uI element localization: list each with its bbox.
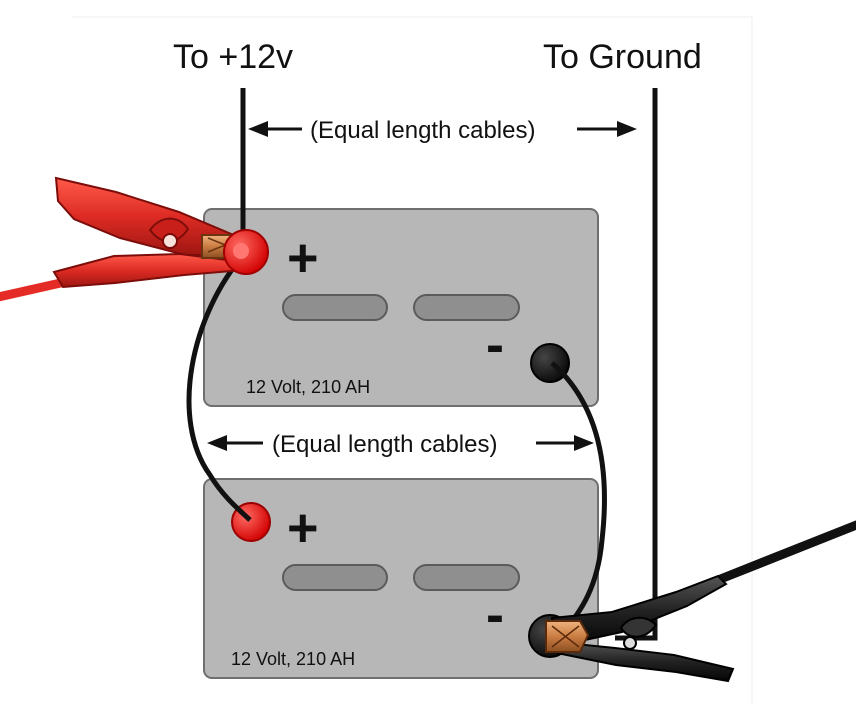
battery-bottom: + - 12 Volt, 210 AH bbox=[203, 478, 599, 679]
battery-top-positive-sign: + bbox=[287, 228, 319, 288]
middle-left-arrow-icon bbox=[207, 435, 263, 451]
battery-top-cell-right bbox=[413, 294, 520, 321]
middle-right-arrow-icon bbox=[536, 435, 594, 451]
battery-top-case bbox=[203, 208, 599, 407]
label-to-ground: To Ground bbox=[543, 38, 702, 76]
battery-top: + - 12 Volt, 210 AH bbox=[203, 208, 599, 407]
red-alligator-clip-icon bbox=[52, 176, 269, 289]
battery-top-negative-sign: - bbox=[486, 315, 504, 375]
battery-bottom-rating: 12 Volt, 210 AH bbox=[231, 649, 355, 669]
label-to-positive: To +12v bbox=[173, 38, 293, 76]
diagram-panel bbox=[72, 16, 753, 704]
top-right-arrow-icon bbox=[577, 121, 637, 137]
black-alligator-clip-icon bbox=[528, 574, 735, 683]
top-equal-length-marker: (Equal length cables) bbox=[248, 117, 637, 144]
battery-bottom-negative-sign: - bbox=[486, 585, 504, 645]
black-external-cable bbox=[713, 520, 856, 585]
battery-top-cell-left bbox=[282, 294, 388, 321]
battery-top-rating: 12 Volt, 210 AH bbox=[246, 377, 370, 397]
middle-equal-length-marker: (Equal length cables) bbox=[207, 431, 594, 458]
negative-jumper-cable bbox=[550, 361, 607, 637]
positive-jumper-cable bbox=[186, 250, 252, 522]
battery-bottom-positive-sign: + bbox=[287, 498, 319, 558]
ground-feed-cable bbox=[615, 88, 658, 641]
middle-equal-length-note: (Equal length cables) bbox=[272, 431, 497, 458]
battery-bottom-cell-right bbox=[413, 564, 520, 591]
battery-bottom-cell-left bbox=[282, 564, 388, 591]
top-left-arrow-icon bbox=[248, 121, 302, 137]
top-equal-length-note: (Equal length cables) bbox=[310, 117, 535, 144]
battery-bottom-case bbox=[203, 478, 599, 679]
